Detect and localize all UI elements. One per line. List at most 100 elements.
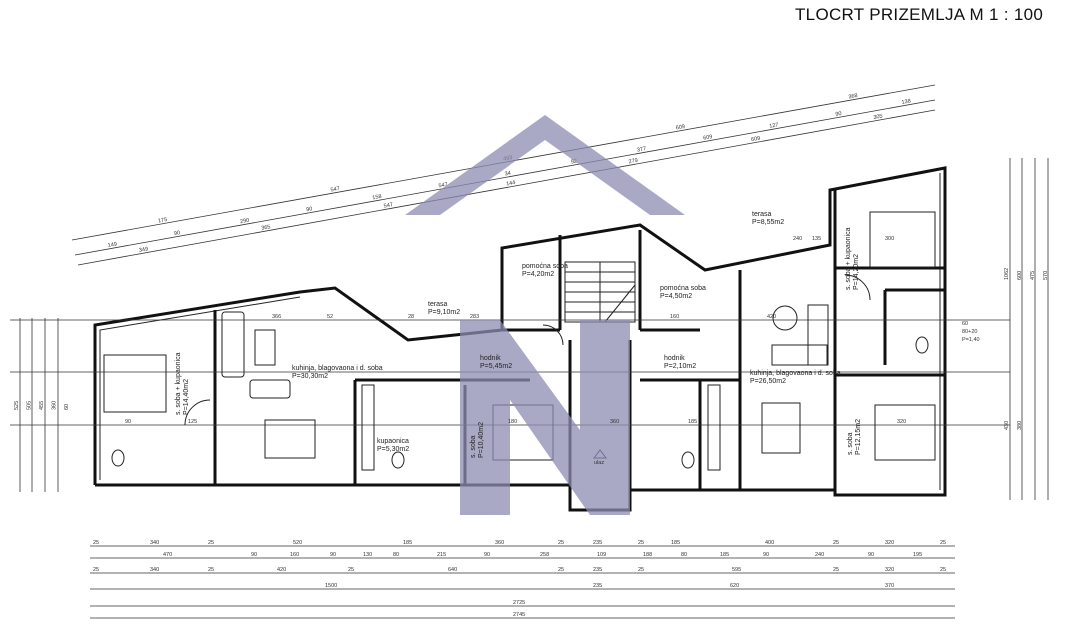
toilet-right	[681, 451, 695, 469]
dimension-label: 90	[868, 552, 874, 558]
dimension-label: 188	[643, 552, 652, 558]
dimension-label: 80	[681, 552, 687, 558]
dimension-label: 340	[150, 567, 159, 573]
dimension-label: 235	[593, 540, 602, 546]
dimension-label: 640	[448, 567, 457, 573]
dimension-label: 60	[64, 404, 70, 410]
dimension-label: 360	[495, 540, 504, 546]
window-note: 80+20	[962, 329, 977, 335]
dimension-label: 25	[558, 540, 564, 546]
dimension-label: 570	[1043, 271, 1049, 280]
window-note: P=1,40	[962, 337, 980, 343]
dining-table-right	[761, 402, 801, 454]
staircase	[564, 261, 636, 323]
dimension-label: 125	[188, 419, 197, 425]
bed-top-right	[869, 211, 936, 268]
dimension-label: 340	[150, 540, 159, 546]
dimension-label: 349	[139, 246, 149, 254]
dimension-label: 525	[14, 401, 20, 410]
dimension-label: 547	[330, 186, 340, 194]
dimension-label: 290	[240, 218, 250, 226]
sofa-right	[771, 344, 828, 366]
dimension-label: 25	[558, 567, 564, 573]
dimension-label: 25	[833, 567, 839, 573]
room-label: s. sobaP=10,40m2	[470, 422, 485, 458]
dimension-label: 149	[107, 241, 117, 249]
dimension-label: 377	[637, 146, 647, 154]
bed-left	[103, 354, 167, 413]
dimension-label: 360	[52, 401, 58, 410]
dimension-label: 380	[1017, 421, 1023, 430]
sofa	[221, 311, 245, 378]
dimension-label: 109	[597, 552, 606, 558]
dimension-label: 300	[885, 236, 894, 242]
kitchen-counter-left	[361, 384, 375, 471]
dimension-label: 25	[93, 540, 99, 546]
dimension-label: 215	[437, 552, 446, 558]
dimension-label: 360	[610, 419, 619, 425]
armchair	[249, 379, 291, 399]
door-swing	[844, 274, 871, 301]
dimension-label: 455	[39, 401, 45, 410]
dimension-label: 305	[873, 114, 883, 122]
dimension-label: 370	[885, 583, 894, 589]
dimension-label: 595	[732, 567, 741, 573]
dimension-label: 80	[393, 552, 399, 558]
room-labels: s. soba + kupaonicaP=14,40m2 kuhinja, bl…	[175, 211, 980, 466]
dimension-label: 90	[125, 419, 131, 425]
door-swing	[184, 399, 211, 426]
dimension-label: 2745	[513, 612, 525, 618]
dimension-label: 365	[261, 224, 271, 232]
dimension-label: 520	[293, 540, 302, 546]
dimension-label: 25	[940, 567, 946, 573]
dimension-label: 144	[506, 180, 516, 188]
dimension-label: 25	[833, 540, 839, 546]
dimension-label: 25	[93, 567, 99, 573]
dimension-label: 235	[593, 583, 602, 589]
dimension-label: 547	[383, 202, 393, 210]
dimension-label: 25	[638, 540, 644, 546]
dimension-label: 90	[835, 111, 842, 118]
dimension-label: 160	[290, 552, 299, 558]
dimension-label: 25	[940, 540, 946, 546]
dimension-label: 320	[885, 567, 894, 573]
window-note: 60	[962, 321, 968, 327]
dimension-label: 258	[540, 552, 549, 558]
dimension-label: 25	[208, 540, 214, 546]
dimension-label: 135	[812, 236, 821, 242]
dimension-label: 240	[793, 236, 802, 242]
dining-table-left	[264, 419, 316, 459]
dimension-label: 25	[638, 567, 644, 573]
dimension-label: 1062	[1004, 268, 1010, 280]
dimension-label: 158	[372, 194, 382, 202]
tv-unit	[254, 329, 276, 366]
dimension-label: 90	[330, 552, 336, 558]
dimension-label: 28	[408, 314, 414, 320]
dimension-label: 25	[348, 567, 354, 573]
dimension-label: 368	[848, 93, 858, 101]
dimension-label: 127	[769, 122, 779, 130]
sofa-right-arm	[807, 304, 829, 366]
dimension-label: 283	[470, 314, 479, 320]
dimension-label: 180	[508, 419, 517, 425]
dimension-label: 430	[1004, 421, 1010, 430]
dimension-label: 609	[751, 136, 761, 144]
dimension-label: 34	[504, 170, 511, 177]
dimension-label: 90	[174, 230, 181, 237]
toilet-middle	[391, 451, 405, 469]
dimension-label: 600	[1017, 271, 1023, 280]
dimension-label: 475	[1030, 271, 1036, 280]
top-dimension-labels: 1755474936093681499029090158547349237760…	[107, 93, 911, 254]
dimension-label: 175	[158, 217, 168, 225]
dimension-label: 130	[363, 552, 372, 558]
dimension-label: 25	[208, 567, 214, 573]
